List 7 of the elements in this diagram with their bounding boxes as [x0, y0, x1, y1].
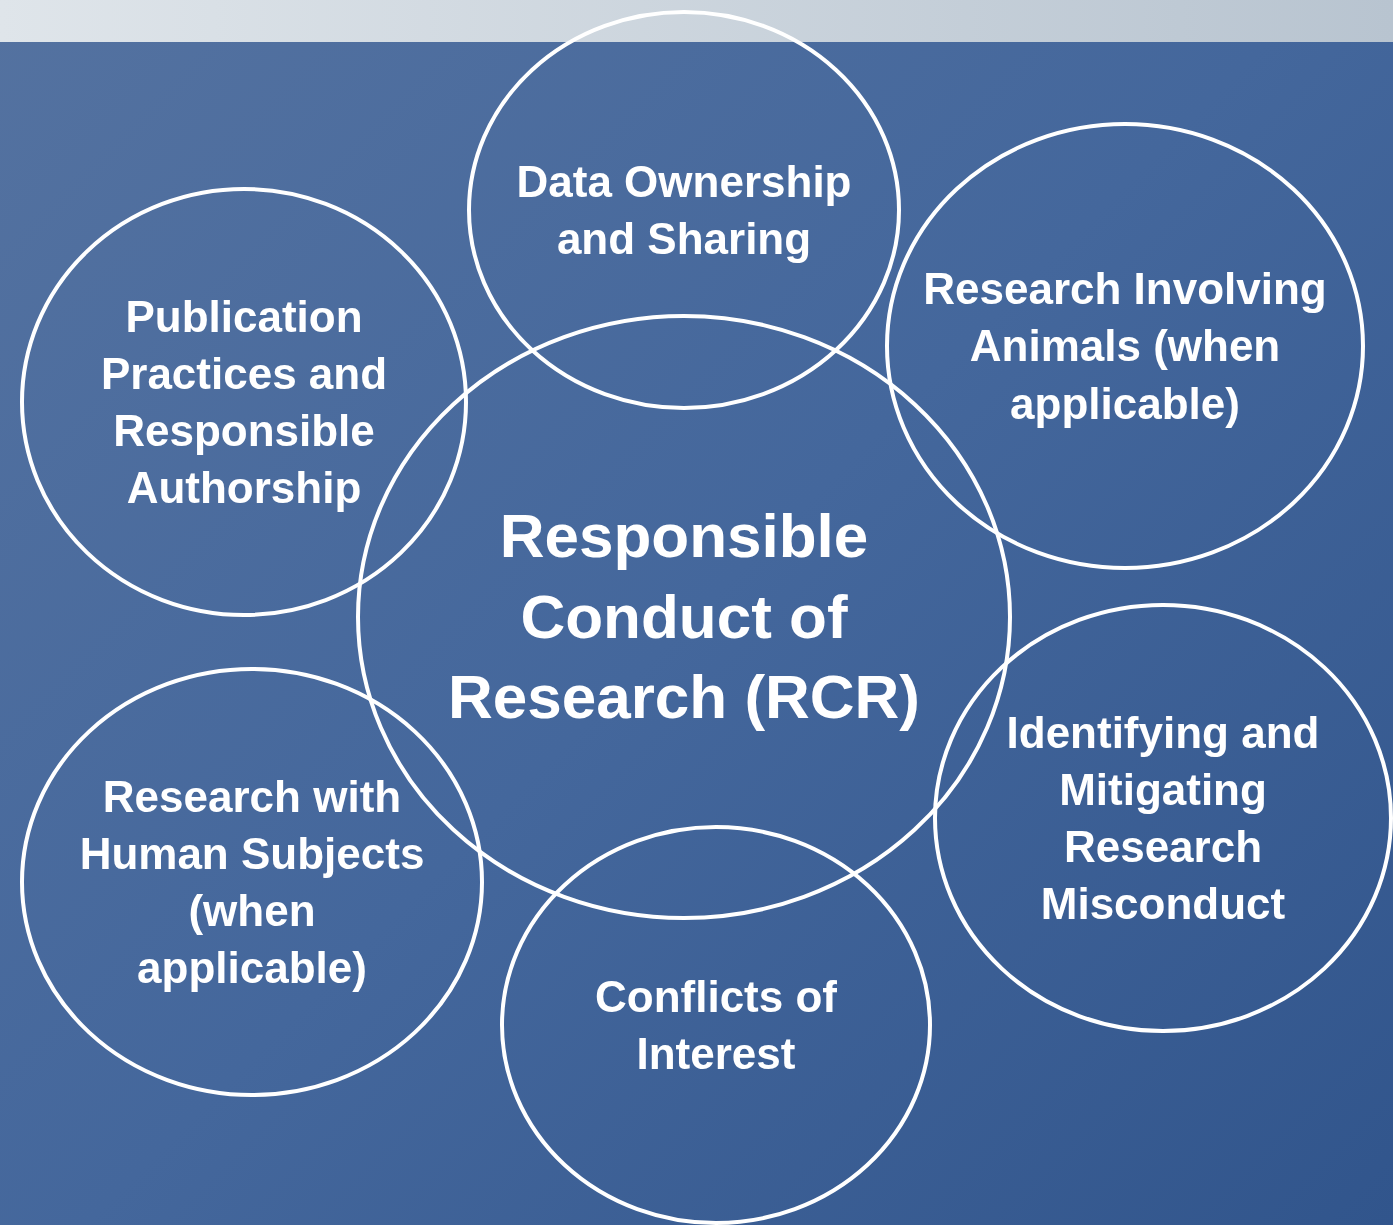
- circle-label: Data Ownership and Sharing: [515, 155, 853, 265]
- circle-label: Research Involving Animals (when applicable): [922, 263, 1328, 430]
- center-circle-label: Responsible Conduct of Research (RCR): [447, 500, 921, 734]
- circle-label: Conflicts of Interest: [594, 970, 838, 1080]
- circle-label: Research with Human Subjects (when applicable): [78, 770, 426, 995]
- circle-label: Identifying and Mitigating Research Misconduct: [1005, 706, 1321, 931]
- circle-label: Publication Practices and Responsible Authorship: [99, 290, 389, 515]
